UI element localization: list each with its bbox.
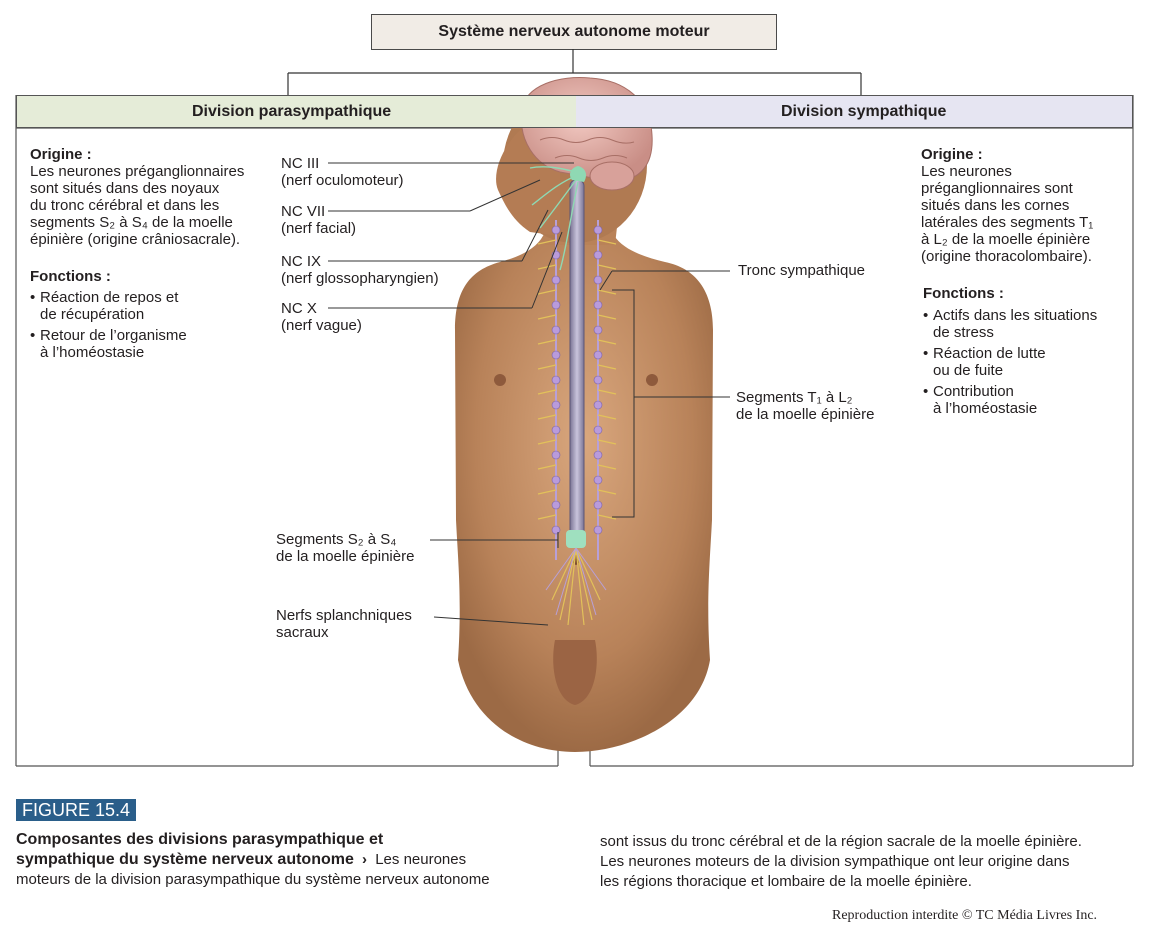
- label-segments-s2-s4-line: de la moelle épinière: [276, 548, 415, 565]
- caption-title-line: Composantes des divisions parasympathiqu…: [16, 831, 384, 848]
- function-item: Contribution à l’homéostasie: [923, 383, 1128, 417]
- leader-lines: [328, 162, 730, 626]
- function-line: de récupération: [40, 306, 145, 323]
- label-tronc-sympathique: Tronc sympathique: [738, 262, 866, 279]
- label-nerfs-splanchniques-line: sacraux: [276, 624, 329, 641]
- sympathetic-origin-title: Origine :: [921, 146, 983, 163]
- caption-text: Les neurones moteurs de la division symp…: [600, 853, 1070, 870]
- figure-caption-left: Composantes des divisions parasympathiqu…: [16, 830, 571, 890]
- label-nc-x-desc: (nerf vague): [281, 317, 362, 334]
- function-line: Réaction de lutte: [933, 345, 1046, 362]
- label-nc-iii-desc: (nerf oculomoteur): [281, 172, 404, 189]
- label-nc-x-name: NC X: [281, 300, 317, 317]
- label-segments-t1-l2-line: Segments T₁ à L₂: [736, 389, 853, 406]
- label-nerfs-splanchniques-line: Nerfs splanchniques: [276, 607, 412, 624]
- label-segments-t1-l2-line: de la moelle épinière: [736, 406, 875, 423]
- label-nc-vii-name: NC VII: [281, 203, 326, 220]
- caption-text: sont issus du tronc cérébral et de la ré…: [600, 833, 1082, 850]
- parasympathetic-origin-line: sont situés dans des noyaux: [30, 180, 220, 197]
- label-nc-iii: NC III (nerf oculomoteur): [281, 155, 404, 189]
- parasympathetic-origin-line: Les neurones préganglionnaires: [30, 163, 245, 180]
- label-nc-ix-name: NC IX: [281, 253, 322, 270]
- sympathetic-header-label: Division sympathique: [781, 102, 947, 120]
- sympathetic-header: Division sympathique: [576, 95, 1133, 128]
- caption-title-line: sympathique du système nerveux autonome: [16, 851, 354, 868]
- label-nc-x: NC X (nerf vague): [281, 300, 362, 334]
- function-item: Réaction de repos et de récupération: [30, 289, 260, 323]
- sympathetic-functions-title: Fonctions :: [923, 285, 1004, 302]
- parasympathetic-header: Division parasympathique: [16, 95, 576, 128]
- label-nc-ix: NC IX (nerf glossopharyngien): [281, 253, 439, 287]
- function-line: Contribution: [933, 383, 1014, 400]
- label-segments-s2-s4-line: Segments S₂ à S₄: [276, 531, 397, 548]
- copyright-notice: Reproduction interdite © TC Média Livres…: [832, 908, 1098, 923]
- sympathetic-origin-line: latérales des segments T₁: [921, 214, 1094, 231]
- label-segments-s2-s4: Segments S₂ à S₄ de la moelle épinière: [276, 531, 414, 565]
- function-line: à l’homéostasie: [933, 400, 1038, 417]
- label-nc-ix-desc: (nerf glossopharyngien): [281, 270, 439, 287]
- parasympathetic-origin-line: segments S₂ à S₄ de la moelle: [30, 214, 233, 231]
- figure-badge: FIGURE 15.4: [16, 799, 137, 821]
- parasympathetic-origin-title: Origine :: [30, 146, 92, 163]
- caption-text: Les neurones: [375, 851, 467, 868]
- parasympathetic-functions-title: Fonctions :: [30, 268, 111, 285]
- function-item: Retour de l’organisme à l’homéostasie: [30, 327, 260, 361]
- label-nerfs-splanchniques: Nerfs splanchniques sacraux: [276, 607, 412, 641]
- function-item: Réaction de lutte ou de fuite: [923, 345, 1128, 379]
- parasympathetic-origin: Origine : Les neurones préganglionnaires…: [30, 146, 275, 248]
- sympathetic-origin-line: situés dans les cornes: [921, 197, 1070, 214]
- parasympathetic-functions: Fonctions : Réaction de repos et de récu…: [30, 268, 260, 361]
- sympathetic-origin-line: Les neurones: [921, 163, 1012, 180]
- caption-text: moteurs de la division parasympathique d…: [16, 871, 490, 888]
- label-nc-vii-desc: (nerf facial): [281, 220, 357, 237]
- sympathetic-origin-line: (origine thoracolombaire).: [921, 248, 1092, 265]
- figure-caption-right: sont issus du tronc cérébral et de la ré…: [600, 832, 1155, 892]
- caption-text: les régions thoracique et lombaire de la…: [600, 873, 972, 890]
- function-line: Retour de l’organisme: [40, 327, 187, 344]
- caption-arrow: ›: [362, 851, 368, 868]
- function-line: à l’homéostasie: [40, 344, 145, 361]
- sympathetic-origin: Origine : Les neurones préganglionnaires…: [921, 146, 1126, 265]
- sympathetic-origin-line: préganglionnaires sont: [921, 180, 1073, 197]
- label-segments-t1-l2: Segments T₁ à L₂ de la moelle épinière: [736, 389, 874, 423]
- function-line: ou de fuite: [933, 362, 1004, 379]
- diagram-title: Système nerveux autonome moteur: [438, 23, 710, 40]
- sympathetic-functions: Fonctions : Actifs dans les situations d…: [923, 285, 1128, 417]
- diagram-title-box: Système nerveux autonome moteur: [371, 14, 777, 50]
- label-nc-iii-name: NC III: [281, 155, 320, 172]
- sympathetic-origin-line: à L₂ de la moelle épinière: [921, 231, 1091, 248]
- function-line: de stress: [933, 324, 994, 341]
- parasympathetic-header-label: Division parasympathique: [192, 102, 392, 120]
- label-nc-vii: NC VII (nerf facial): [281, 203, 356, 237]
- function-item: Actifs dans les situations de stress: [923, 307, 1128, 341]
- function-line: Réaction de repos et: [40, 289, 179, 306]
- function-line: Actifs dans les situations: [933, 307, 1098, 324]
- parasympathetic-origin-line: épinière (origine crâniosacrale).: [30, 231, 241, 248]
- parasympathetic-origin-line: du tronc cérébral et dans les: [30, 197, 220, 214]
